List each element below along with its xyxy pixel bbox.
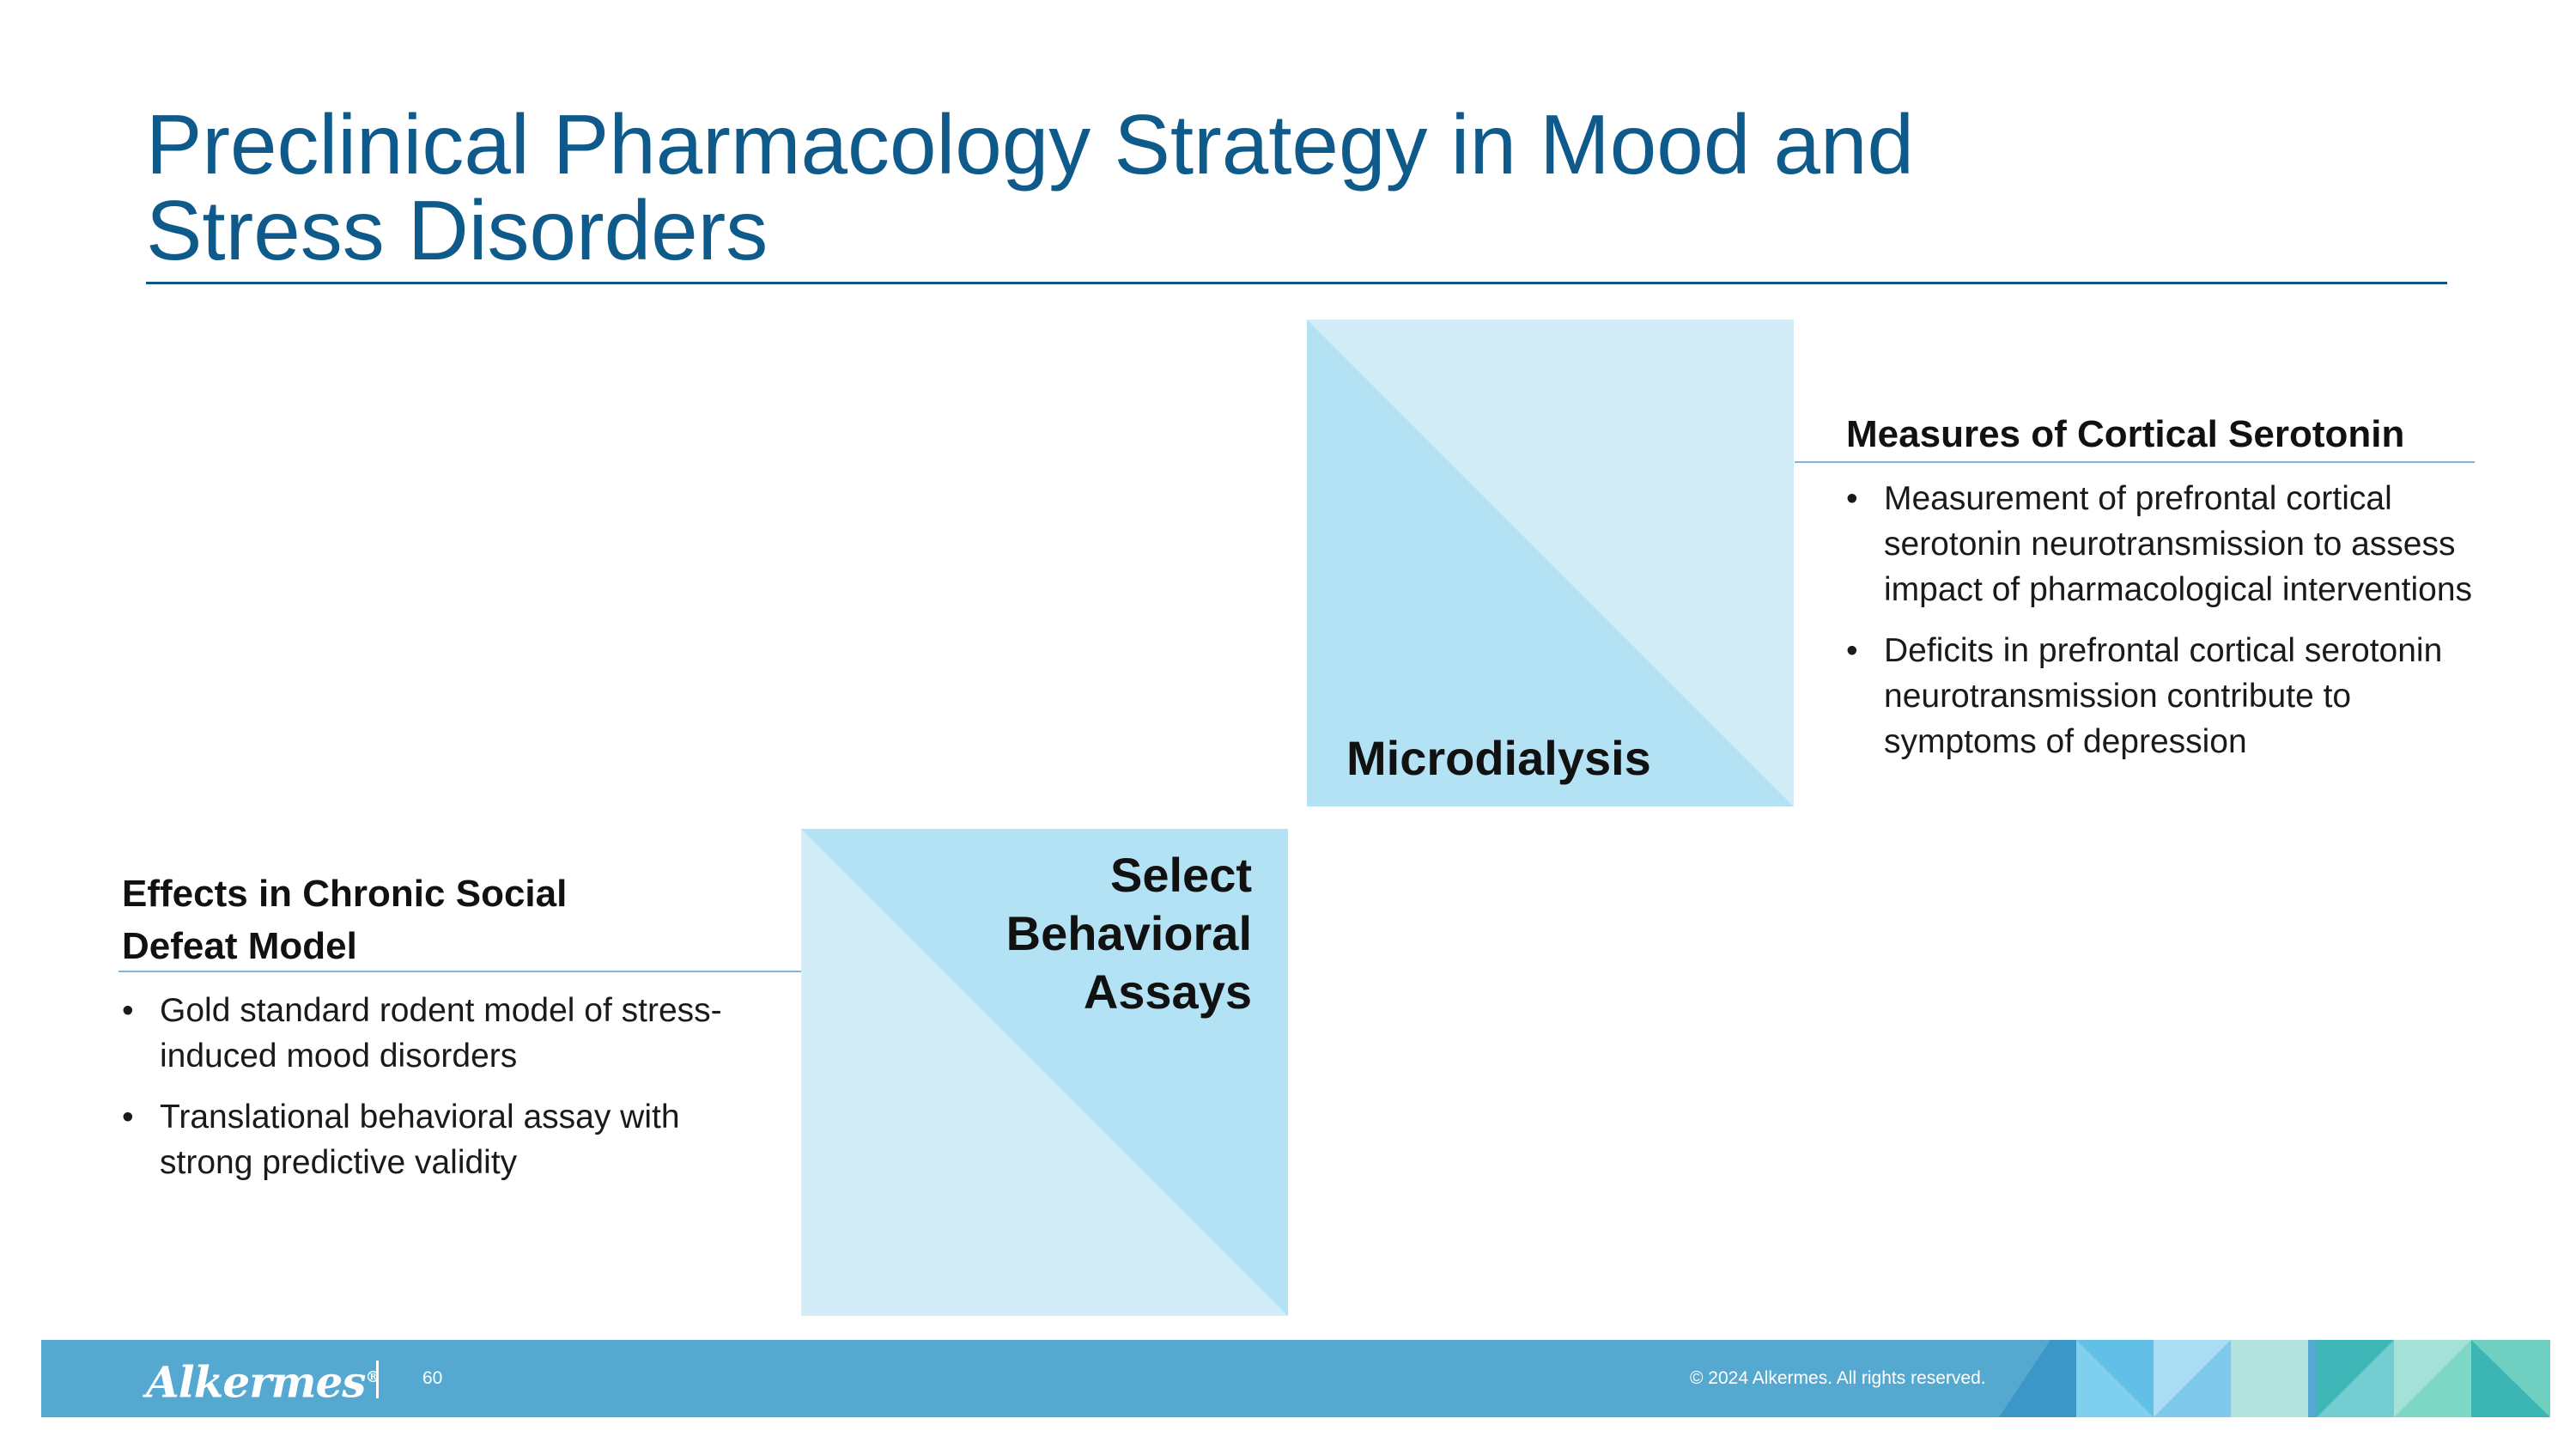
chronic-social-defeat-heading-line-1: Effects in Chronic Social: [122, 873, 568, 915]
chronic-social-defeat-divider: [118, 971, 801, 972]
slide-title-line-2: Stress Disorders: [146, 183, 769, 277]
bullet-item: • Gold standard rodent model of stress-in…: [122, 988, 775, 1079]
copyright-notice: © 2024 Alkermes. All rights reserved.: [1690, 1368, 1986, 1388]
microdialysis-label: Microdialysis: [1346, 731, 1651, 785]
deco-shape-1: [1999, 1340, 2076, 1417]
behavioral-square-dark-half: [801, 829, 1288, 1316]
chronic-social-defeat-bullets: • Gold standard rodent model of stress-in…: [122, 988, 775, 1201]
bullet-dot-icon: •: [122, 992, 134, 1029]
deco-shape-6: [2231, 1340, 2308, 1417]
alkermes-logo: Alkermes®: [146, 1352, 380, 1409]
bullet-item: • Deficits in prefrontal cortical seroton…: [1846, 628, 2482, 764]
bullet-dot-icon: •: [1846, 632, 1858, 669]
behavioral-label-line-3: Assays: [1083, 965, 1252, 1019]
cortical-serotonin-heading: Measures of Cortical Serotonin: [1846, 413, 2405, 455]
footer-decorative-triangles: [1999, 1340, 2550, 1417]
behavioral-assays-square-graphic: [801, 829, 1288, 1316]
bullet-dot-icon: •: [122, 1099, 134, 1135]
slide-title-line-1: Preclinical Pharmacology Strategy in Moo…: [146, 97, 1915, 192]
bullet-text: Deficits in prefrontal cortical serotoni…: [1884, 632, 2443, 760]
deco-shape-12: [2471, 1340, 2550, 1417]
bullet-item: • Translational behavioral assay with str…: [122, 1094, 775, 1185]
bullet-text: Measurement of prefrontal cortical serot…: [1884, 480, 2473, 608]
logo-separator: [376, 1361, 379, 1398]
bullet-dot-icon: •: [1846, 480, 1858, 517]
slide-title: Preclinical Pharmacology Strategy in Moo…: [146, 101, 2379, 273]
deco-shape-3: [2076, 1340, 2154, 1417]
microdialysis-square-dark-half: [1307, 320, 1794, 807]
title-divider: [146, 282, 2447, 284]
cortical-serotonin-divider: [1795, 461, 2475, 463]
chronic-social-defeat-heading-line-2: Defeat Model: [122, 925, 357, 967]
page-number: 60: [422, 1368, 443, 1388]
bullet-item: • Measurement of prefrontal cortical sero…: [1846, 476, 2482, 612]
logo-text: Alkermes: [146, 1356, 366, 1408]
behavioral-assays-square: Select Behavioral Assays: [801, 829, 1288, 1316]
behavioral-label-line-1: Select: [1110, 848, 1252, 902]
microdialysis-square: Microdialysis: [1307, 320, 1794, 807]
deco-shape-5: [2154, 1340, 2231, 1417]
bullet-text: Translational behavioral assay with stro…: [160, 1099, 680, 1181]
deco-shape-10: [2394, 1340, 2471, 1417]
footer-bar: Alkermes® 60 © 2024 Alkermes. All rights…: [41, 1340, 2550, 1417]
deco-shape-8: [2317, 1340, 2394, 1417]
microdialysis-square-graphic: [1307, 320, 1794, 807]
behavioral-assays-label: Select Behavioral Assays: [908, 846, 1252, 1021]
behavioral-label-line-2: Behavioral: [1005, 906, 1252, 960]
chronic-social-defeat-heading: Effects in Chronic Social Defeat Model: [122, 868, 775, 972]
cortical-serotonin-bullets: • Measurement of prefrontal cortical sero…: [1846, 476, 2482, 780]
bullet-text: Gold standard rodent model of stress-ind…: [160, 992, 722, 1075]
